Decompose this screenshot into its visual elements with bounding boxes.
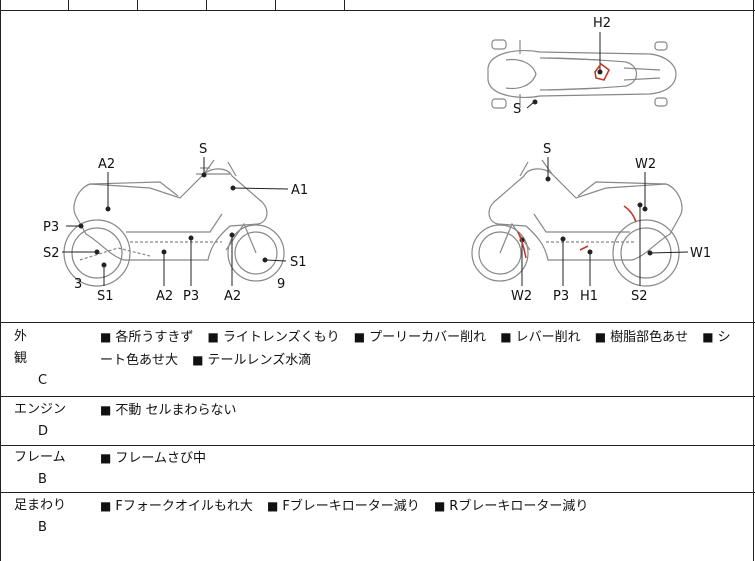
table-divider	[344, 0, 345, 10]
section-divider	[0, 396, 755, 397]
section-label: 足まわり B	[14, 495, 80, 539]
label-p3: P3	[553, 289, 569, 304]
motorcycle-damage-diagram: H2 S S A2 A1 P3 S2 S1 3 S1 A2 P3 A2 9 S …	[43, 16, 711, 304]
item-text: 不動 セルまわらない	[115, 403, 237, 418]
label-a2: A2	[156, 289, 173, 304]
section-name: 足まわり	[14, 498, 67, 513]
label-w2: W2	[635, 157, 656, 172]
section-label: エンジン D	[14, 399, 80, 443]
section-grade: B	[38, 472, 47, 487]
item-text: 樹脂部色あせ	[610, 330, 689, 345]
section-frame: フレーム B ■フレームさび中	[0, 447, 755, 489]
item-text: フレームさび中	[115, 451, 206, 466]
section-items: ■不動 セルまわらない	[100, 403, 237, 418]
section-grade: C	[38, 373, 48, 388]
sheet-right-border	[753, 0, 754, 561]
label-h1: H1	[580, 289, 598, 304]
item-text: Fブレーキローター減り	[282, 499, 420, 514]
section-items: ■各所うすきず ■ライトレンズくもり ■プーリーカバー削れ ■レバー削れ ■樹脂…	[100, 330, 731, 368]
label-9: 9	[277, 277, 285, 292]
section-engine: エンジン D ■不動 セルまわらない	[0, 399, 755, 441]
item-text: Fフォークオイルもれ大	[115, 499, 253, 514]
label-s1: S1	[290, 255, 307, 270]
label-w1: W1	[690, 246, 711, 261]
section-grade: D	[38, 424, 49, 439]
section-name: エンジン	[14, 402, 67, 417]
label-s: S	[199, 142, 207, 157]
label-p3: P3	[43, 220, 59, 235]
label-s2: S2	[43, 246, 60, 261]
item-text: レバー削れ	[515, 330, 581, 345]
section-label: フレーム B	[14, 447, 80, 491]
right-side-scooter	[471, 159, 683, 287]
label-w2: W2	[511, 289, 532, 304]
sheet-left-border	[0, 0, 1, 561]
item-text: シート色あせ大	[100, 330, 731, 368]
label-s1: S1	[97, 289, 114, 304]
label-a2: A2	[98, 157, 115, 172]
item-text: プーリーカバー削れ	[369, 330, 487, 345]
label-s: S	[513, 102, 521, 117]
label-h2: H2	[593, 16, 611, 31]
label-3: 3	[74, 277, 82, 292]
label-s: S	[543, 142, 551, 157]
left-side-scooter	[63, 159, 285, 287]
label-s2: S2	[631, 289, 648, 304]
item-text: Rブレーキローター減り	[449, 499, 589, 514]
section-divider	[0, 492, 755, 493]
section-label: 外 観 C	[14, 326, 80, 392]
section-items: ■Fフォークオイルもれ大 ■Fブレーキローター減り ■Rブレーキローター減り	[100, 499, 589, 514]
section-exterior: 外 観 C ■各所うすきず ■ライトレンズくもり ■プーリーカバー削れ ■レバー…	[0, 326, 755, 394]
section-name: フレーム	[14, 450, 66, 465]
top-view-scooter	[487, 39, 677, 109]
section-grade: B	[38, 520, 47, 535]
table-top-border	[0, 10, 755, 11]
table-divider	[68, 0, 69, 10]
table-divider	[275, 0, 276, 10]
section-suspension: 足まわり B ■Fフォークオイルもれ大 ■Fブレーキローター減り ■Rブレーキロ…	[0, 495, 755, 555]
section-divider	[0, 445, 755, 446]
label-p3: P3	[183, 289, 199, 304]
label-a1: A1	[291, 183, 308, 198]
item-text: テールレンズ水滴	[207, 353, 312, 368]
table-divider	[137, 0, 138, 10]
label-a2: A2	[224, 289, 241, 304]
section-items: ■フレームさび中	[100, 451, 206, 466]
section-divider	[0, 322, 755, 323]
table-divider	[206, 0, 207, 10]
section-name: 外 観	[14, 329, 42, 366]
damage-marks	[517, 62, 637, 259]
item-text: ライトレンズくもり	[222, 330, 340, 345]
item-text: 各所うすきず	[115, 330, 194, 345]
